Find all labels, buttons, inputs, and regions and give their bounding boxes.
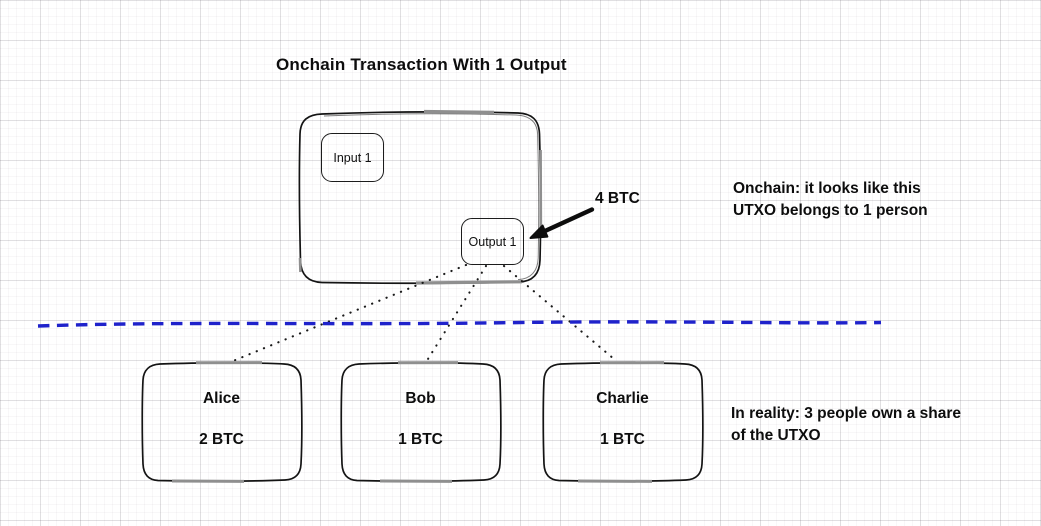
onchain-note-line1: Onchain: it looks like this (733, 180, 921, 197)
output-amount-label: 4 BTC (595, 190, 640, 207)
input-label: Input 1 (333, 150, 372, 165)
reality-note: In reality: 3 people own a share of the … (731, 403, 961, 447)
onchain-note-line2: UTXO belongs to 1 person (733, 202, 928, 219)
owner-box-bob[interactable]: Bob 1 BTC (340, 363, 501, 481)
onchain-note: Onchain: it looks like this UTXO belongs… (733, 178, 928, 222)
owner-amount: 1 BTC (398, 431, 443, 448)
owner-name: Alice (202, 390, 241, 407)
output-box[interactable]: Output 1 (461, 218, 524, 265)
owner-box-alice[interactable]: Alice 2 BTC (141, 363, 302, 481)
divider-dashed-line (37, 320, 882, 328)
owner-name: Charlie (596, 390, 649, 407)
diagram-title: Onchain Transaction With 1 Output (276, 55, 567, 74)
owner-box-charlie[interactable]: Charlie 1 BTC (542, 363, 703, 481)
reality-note-line1: In reality: 3 people own a share (731, 405, 961, 422)
output-label: Output 1 (468, 234, 517, 249)
owner-amount: 1 BTC (600, 431, 645, 448)
owner-amount: 2 BTC (199, 431, 244, 448)
owner-name: Bob (405, 390, 436, 407)
reality-note-line2: of the UTXO (731, 427, 821, 444)
input-box[interactable]: Input 1 (321, 133, 384, 182)
